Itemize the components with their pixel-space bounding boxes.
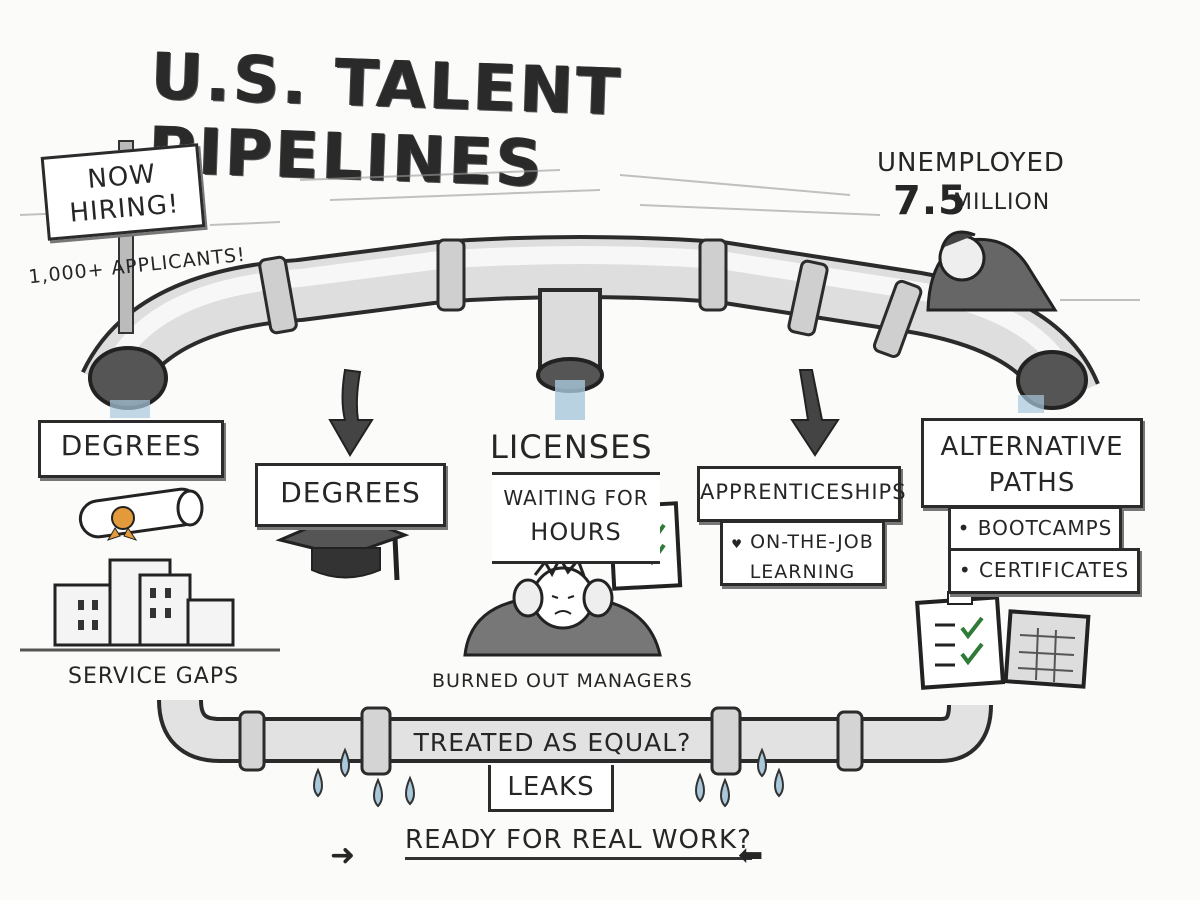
burned-out-managers-caption: Burned Out Managers [432, 670, 693, 692]
certificates-item: • Certificates [948, 548, 1140, 594]
degrees-label-1: Degrees [38, 420, 224, 478]
clipboard-calendar-icon [915, 591, 1091, 690]
treated-as-equal-label: Treated as Equal? [413, 728, 692, 757]
ojt-line-2: Learning [749, 561, 856, 583]
alt-line-2: Paths [988, 468, 1076, 498]
alternative-paths-label: Alternative Paths [921, 418, 1143, 508]
heart-bullet-icon: ♥ [731, 537, 744, 551]
stressed-manager-icon [463, 554, 662, 657]
on-the-job-learning-box: ♥ On-the-job Learning [720, 520, 885, 586]
alt-line-1: Alternative [940, 432, 1124, 462]
unemployed-number: 7.5 [893, 178, 967, 224]
licenses-label: Licenses [490, 428, 653, 466]
water-drops [313, 747, 784, 808]
buildings-icon [20, 558, 280, 652]
waiting-for-hours-box: Waiting for Hours [492, 472, 660, 564]
graduation-cap-icon [275, 510, 410, 581]
unemployed-person-icon [926, 230, 1058, 312]
now-hiring-sign: Now Hiring! [40, 143, 206, 241]
bootcamps-item: • Bootcamps [948, 506, 1122, 552]
unemployed-label: Unemployed [877, 148, 1065, 178]
ojt-line-1: On-the-job [750, 531, 874, 553]
leaks-label: Leaks [488, 765, 614, 812]
arrow-left-icon: ⬅ [738, 838, 765, 873]
service-gaps-caption: Service Gaps [68, 664, 240, 689]
unemployed-unit: Million [953, 190, 1051, 215]
diploma-icon [78, 487, 204, 541]
arrow-right-icon: ➜ [330, 838, 357, 873]
ready-for-real-work-label: Ready for Real Work? [405, 825, 752, 860]
waiting-line-2: Hours [530, 518, 622, 546]
degrees-label-2: Degrees [255, 463, 446, 527]
waiting-line-1: Waiting for [503, 486, 649, 510]
apprenticeships-label: Apprenticeships [697, 466, 906, 522]
